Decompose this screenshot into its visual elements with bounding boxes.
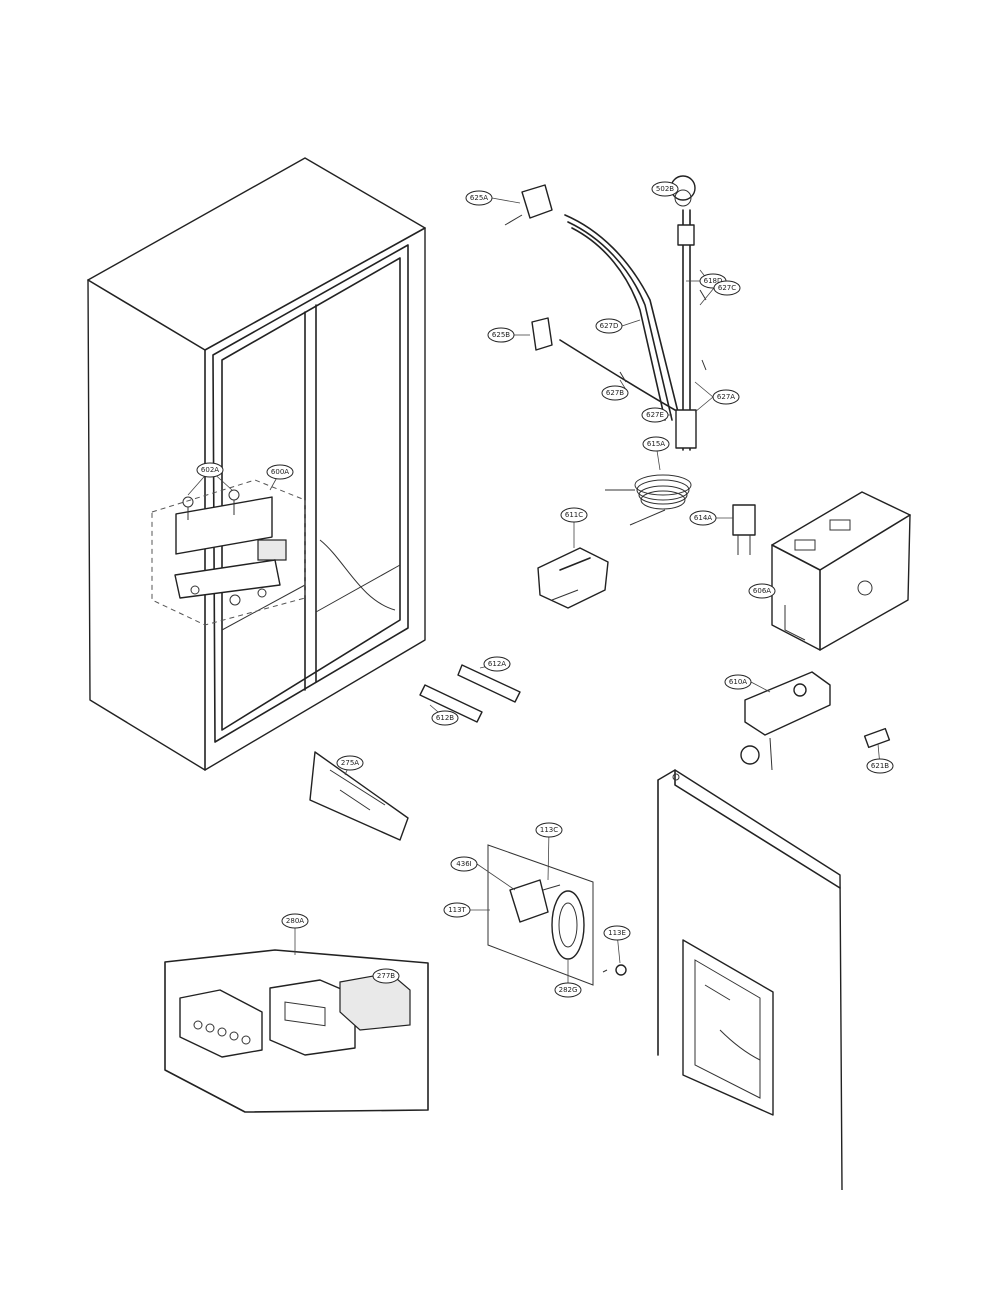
water-tube-assembly <box>504 175 707 451</box>
label-625a: 625A <box>465 190 493 206</box>
label-113c: 113C <box>535 822 563 838</box>
label-275a: 275A <box>336 755 364 771</box>
label-612b: 612B <box>431 710 459 726</box>
svg-text:436I: 436I <box>456 860 471 868</box>
label-113t: 113T <box>443 902 471 918</box>
svg-text:277B: 277B <box>377 972 395 980</box>
label-610a: 610A <box>724 674 752 690</box>
label-627c: 627C <box>713 280 741 296</box>
svg-text:627E: 627E <box>646 411 664 419</box>
label-282g: 282G <box>554 982 582 998</box>
svg-text:612B: 612B <box>436 714 454 722</box>
ice-guide-611c <box>537 547 609 609</box>
svg-text:612A: 612A <box>488 660 506 668</box>
svg-text:611C: 611C <box>565 511 583 519</box>
label-602a: 602A <box>196 462 224 478</box>
label-277b: 277B <box>372 968 400 984</box>
label-614a: 614A <box>689 510 717 526</box>
control-buttons <box>193 1020 251 1045</box>
label-615a: 615A <box>642 436 670 452</box>
part-113e <box>602 964 627 976</box>
svg-text:282G: 282G <box>559 986 578 994</box>
svg-text:627C: 627C <box>718 284 736 292</box>
label-436i: 436I <box>450 856 478 872</box>
svg-text:627A: 627A <box>717 393 735 401</box>
label-627d: 627D <box>595 318 623 334</box>
refrigerator-cabinet <box>87 157 426 771</box>
label-627a: 627A <box>712 389 740 405</box>
label-606a: 606A <box>748 583 776 599</box>
svg-text:625B: 625B <box>492 331 510 339</box>
water-valve-610a <box>740 671 831 771</box>
fitting-621b <box>863 727 891 749</box>
plate-275a <box>309 751 409 841</box>
svg-text:113E: 113E <box>608 929 626 937</box>
label-625b: 625B <box>487 327 515 343</box>
svg-text:275A: 275A <box>341 759 359 767</box>
svg-text:618D: 618D <box>704 277 723 285</box>
label-600a: 600A <box>266 464 294 480</box>
svg-text:625A: 625A <box>470 194 488 202</box>
svg-text:280A: 280A <box>286 917 304 925</box>
actuator-assembly <box>487 844 594 986</box>
tube-coil-615a <box>605 474 692 526</box>
svg-text:113C: 113C <box>540 826 558 834</box>
control-panel-280a <box>164 949 429 1113</box>
svg-text:627D: 627D <box>600 322 619 330</box>
housing-606a <box>771 491 911 651</box>
label-627b: 627B <box>601 385 629 401</box>
label-621b: 621B <box>866 758 894 774</box>
label-611c: 611C <box>560 507 588 523</box>
label-612a: 612A <box>483 656 511 672</box>
svg-text:606A: 606A <box>753 587 771 595</box>
brackets-612 <box>419 664 521 723</box>
label-627e: 627E <box>641 407 669 423</box>
svg-text:502B: 502B <box>656 185 674 193</box>
svg-text:627B: 627B <box>606 389 624 397</box>
svg-text:610A: 610A <box>729 678 747 686</box>
svg-text:615A: 615A <box>647 440 665 448</box>
label-502b: 502B <box>651 181 679 197</box>
svg-text:621B: 621B <box>871 762 889 770</box>
label-280a: 280A <box>281 913 309 929</box>
switch-614a <box>732 504 756 555</box>
part-labels: 625A 502B 618D 627C 627D 625B 627B 627E … <box>196 181 894 998</box>
svg-text:614A: 614A <box>694 514 712 522</box>
freezer-door <box>657 769 843 1191</box>
label-113e: 113E <box>603 925 631 941</box>
svg-text:113T: 113T <box>448 906 466 914</box>
dispenser-module-600a <box>151 479 306 626</box>
svg-text:600A: 600A <box>271 468 289 476</box>
svg-text:602A: 602A <box>201 466 219 474</box>
